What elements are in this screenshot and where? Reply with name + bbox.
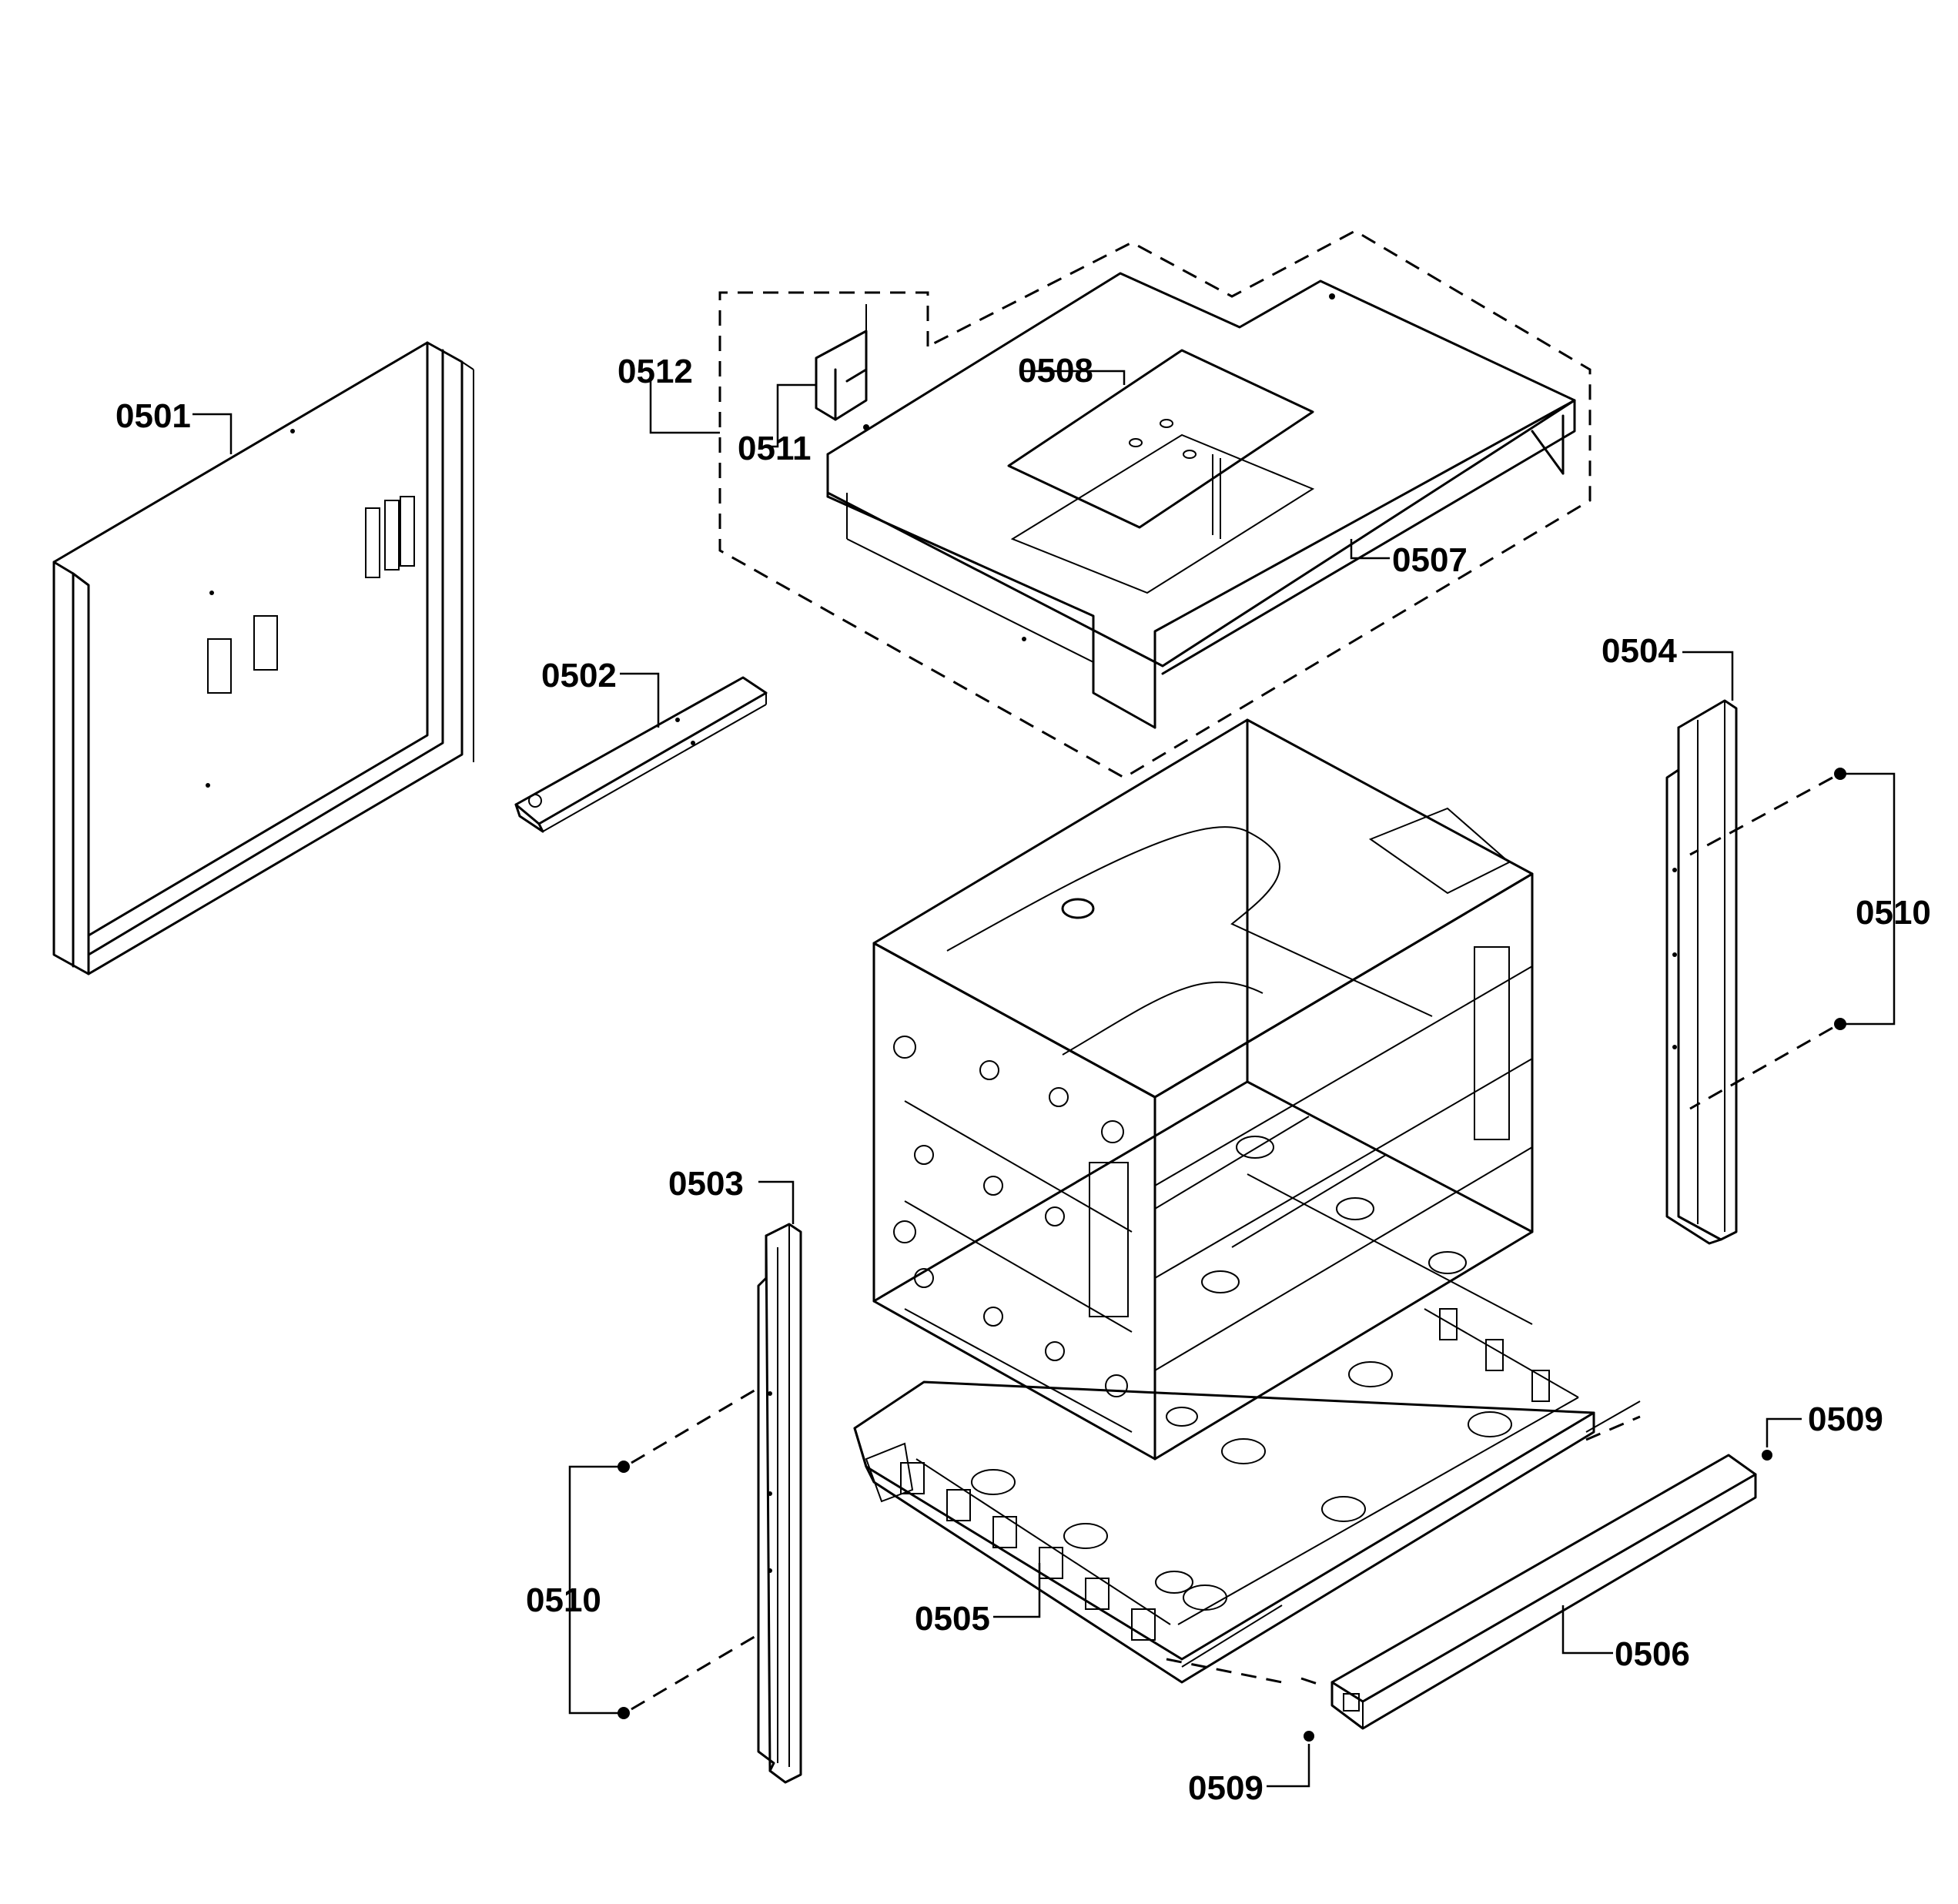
label-0507: 0507 [1392,541,1468,579]
label-0512: 0512 [618,353,693,390]
part-0508-cover-plate [1007,349,1315,594]
part-0507-top-cover [826,272,1576,729]
main-oven-frame [872,718,1534,1461]
label-0501: 0501 [115,397,191,435]
base-pan-tabs [900,1308,1550,1641]
label-0506: 0506 [1615,1635,1690,1673]
part-0506-front-trim [1330,1454,1757,1730]
label-0510-left: 0510 [526,1581,601,1619]
part-0503-left-upright [757,1223,802,1784]
callout-labels: 0501 0502 0503 0504 0505 0506 0507 0508 … [115,352,1931,1807]
projection-lines-0506 [1166,1400,1641,1688]
label-0504: 0504 [1602,632,1677,670]
label-0502: 0502 [541,657,617,694]
part-0502-rail [514,676,768,833]
panel-vent-slots [207,496,415,694]
screw-0509-bottom [1304,1731,1314,1742]
part-0511-bracket [815,304,868,421]
label-0510-right: 0510 [1856,894,1931,932]
label-0503: 0503 [668,1165,744,1203]
leader-lines [192,370,1896,1788]
label-0508: 0508 [1018,352,1093,390]
part-0501-side-panel [52,341,474,975]
part-0504-right-upright [1665,699,1738,1245]
group-0512-dashed-outline [718,229,1592,779]
label-0509-bottom: 0509 [1188,1769,1263,1807]
label-0511: 0511 [738,430,811,467]
label-0505: 0505 [915,1600,990,1638]
base-pan-feet [971,1361,1512,1611]
screw-paths [631,776,1833,1711]
part-0505-base-pan [853,1308,1595,1684]
screw-0509-top [1762,1450,1772,1461]
label-0509-top: 0509 [1808,1400,1883,1438]
front-face-holes [893,1036,1128,1397]
